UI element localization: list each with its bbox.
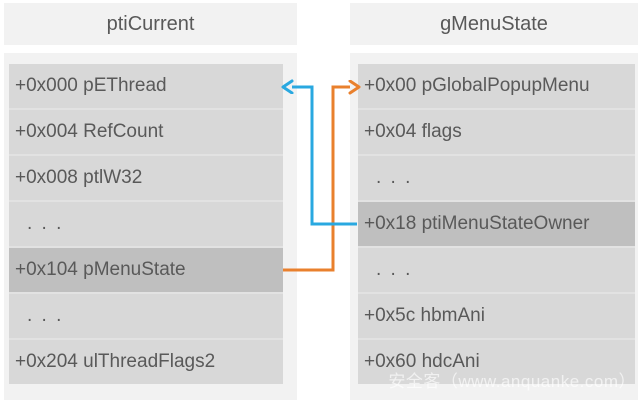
table-row: . . . bbox=[9, 294, 283, 338]
left-struct-title: ptiCurrent bbox=[4, 3, 297, 45]
right-struct-table: +0x00 pGlobalPopupMenu+0x04 flags. . .+0… bbox=[358, 64, 635, 384]
table-row: +0x104 pMenuState bbox=[9, 248, 283, 292]
table-row: +0x204 ulThreadFlags2 bbox=[9, 340, 283, 384]
table-row: +0x00 pGlobalPopupMenu bbox=[358, 64, 635, 108]
table-row: +0x04 flags bbox=[358, 110, 635, 154]
table-row: +0x000 pEThread bbox=[9, 64, 283, 108]
table-row: +0x004 RefCount bbox=[9, 110, 283, 154]
table-row: . . . bbox=[358, 248, 635, 292]
watermark: 安全客（www.anquanke.com） bbox=[388, 372, 636, 391]
table-row: . . . bbox=[358, 156, 635, 200]
table-row: . . . bbox=[9, 202, 283, 246]
right-struct-title: gMenuState bbox=[350, 3, 638, 45]
table-row: +0x18 ptiMenuStateOwner bbox=[358, 202, 635, 246]
left-struct-table: +0x000 pEThread+0x004 RefCount+0x008 ptl… bbox=[9, 64, 283, 384]
table-row: +0x5c hbmAni bbox=[358, 294, 635, 338]
arrow-ptiMenuStateOwner-to-pEThread bbox=[292, 87, 357, 226]
table-row: +0x008 ptlW32 bbox=[9, 156, 283, 200]
table-row: +0x60 hdcAni bbox=[358, 340, 635, 384]
